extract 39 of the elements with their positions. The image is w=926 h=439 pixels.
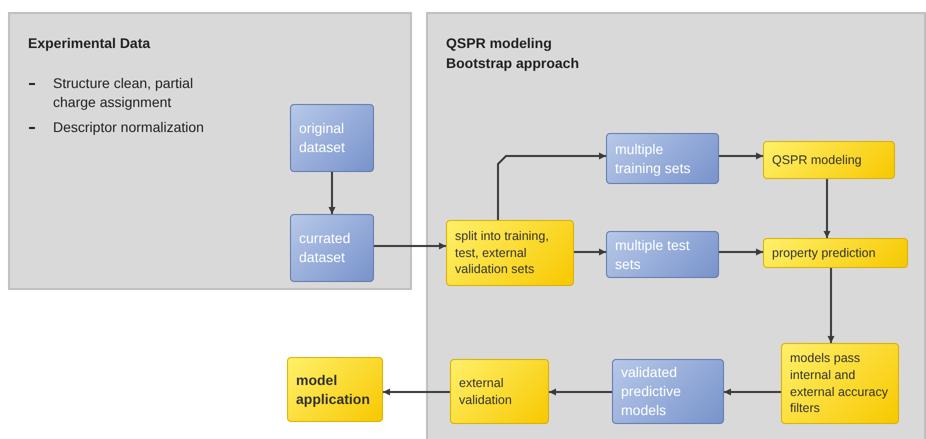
box-label: external validation [459,374,513,408]
process-box [606,133,719,184]
process-box [290,214,374,282]
process-box [763,141,895,179]
panel-heading: QSPR modeling Bootstrap approach [446,34,580,73]
arrow [824,179,830,238]
process-box [446,220,574,286]
process-box [450,359,549,424]
process-box [781,343,899,424]
arrow [719,152,763,160]
arrow [574,248,606,256]
process-box [612,359,724,424]
box-label: model application [296,370,371,408]
arrow [549,388,612,396]
box-label: currated dataset [299,229,352,267]
arrow [497,152,606,220]
box-label: split into training, test, external validation sets [455,228,550,278]
panel-heading: Experimental Data [28,34,152,53]
arrow [383,388,450,396]
process-box [606,231,719,278]
process-box [763,238,908,268]
box-label: validated predictive models [621,363,682,420]
bullet-text: Descriptor normalization [53,118,205,137]
bullet-text: Structure clean, partial charge assignment [53,74,194,112]
panel [426,12,926,439]
arrow [328,172,336,214]
box-label: models pass internal and external accuracy filters [790,350,889,418]
box-label: QSPR modeling [772,152,863,168]
arrow [374,242,446,250]
arrow [724,388,781,396]
process-box [287,357,383,422]
box-label: original dataset [299,119,346,157]
panel [8,12,412,290]
box-label: multiple test sets [615,236,691,274]
box-label: multiple training sets [615,140,692,178]
box-label: property prediction [772,244,877,262]
arrow [719,248,763,256]
arrow [828,268,834,343]
process-box [290,104,374,172]
